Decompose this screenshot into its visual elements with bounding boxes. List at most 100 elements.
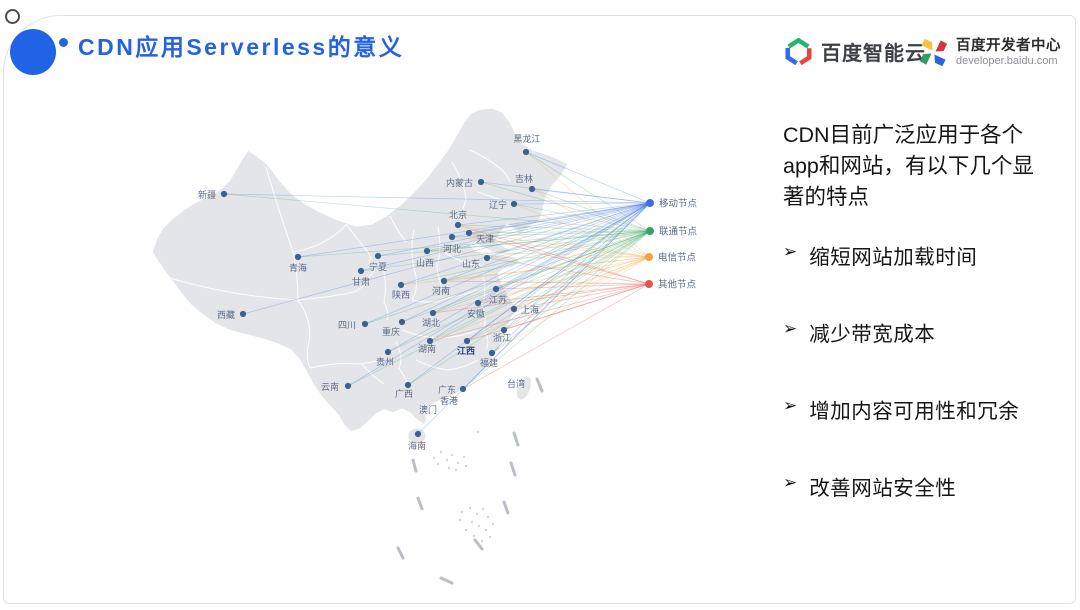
- cdn-link-line: [360, 202, 651, 272]
- title-bullet-dot: [59, 38, 68, 47]
- cdn-link-line: [513, 202, 651, 310]
- island-speck: [450, 453, 454, 457]
- map-city-label: 福建: [480, 357, 498, 368]
- map-city-dot: [344, 382, 352, 390]
- cdn-link-line: [347, 202, 651, 387]
- island-speck: [488, 535, 492, 539]
- cdn-link-line: [513, 283, 650, 310]
- map-city-label: 黑龙江: [513, 133, 540, 144]
- cdn-link-line: [525, 151, 651, 204]
- map-city-dot: [459, 385, 467, 393]
- legend-dot: [646, 199, 654, 207]
- cdn-link-line: [466, 202, 651, 342]
- province-border: [415, 359, 479, 371]
- cdn-link-line: [503, 283, 650, 331]
- decor-blue-circle: [10, 29, 56, 75]
- map-city-label: 内蒙古: [446, 177, 473, 188]
- island-speck: [445, 458, 449, 462]
- cdn-link-line: [407, 202, 651, 386]
- cdn-link-line: [426, 250, 650, 258]
- map-city-dot: [510, 200, 518, 208]
- province-border: [297, 260, 382, 301]
- cdn-link-line: [297, 202, 651, 258]
- cdn-link-line: [429, 256, 650, 342]
- province-border: [345, 223, 371, 265]
- map-city-label: 天津: [476, 234, 494, 244]
- baidu-cloud-logo-icon: [785, 37, 812, 66]
- cdn-link-line: [377, 202, 651, 257]
- map-city-dot: [429, 309, 437, 317]
- province-border: [443, 251, 485, 267]
- island-speck: [456, 461, 460, 465]
- map-city-dot: [463, 337, 471, 345]
- cdn-link-line: [466, 230, 651, 342]
- island-speck: [477, 524, 481, 528]
- cdn-link-line: [443, 256, 650, 282]
- cdn-link-line: [426, 230, 651, 252]
- province-border: [465, 280, 498, 295]
- map-city-dot: [477, 178, 485, 186]
- map-city-dot: [426, 337, 434, 345]
- legend-dot: [645, 253, 653, 261]
- cdn-link-line: [477, 256, 650, 304]
- province-border: [389, 215, 407, 243]
- cdn-link-line: [477, 202, 651, 304]
- island-speck: [481, 507, 485, 511]
- map-city-label: 辽宁: [489, 199, 507, 210]
- bullet-arrow-icon: ➢: [783, 472, 798, 493]
- map-city-dot: [423, 247, 431, 255]
- cdn-link-line: [503, 230, 651, 331]
- map-city-dot: [522, 148, 530, 156]
- cdn-link-line: [513, 203, 651, 232]
- island-speck: [472, 534, 476, 538]
- cdn-link-line: [223, 193, 651, 204]
- map-city-label: 海南: [408, 440, 426, 451]
- cdn-link-line: [429, 230, 651, 342]
- nine-dash-segment: [473, 538, 484, 551]
- intro-paragraph: CDN目前广泛应用于各个 app和网站，有以下几个显 著的特点: [783, 120, 1069, 214]
- cdn-link-line: [429, 202, 651, 342]
- map-city-label: 北京: [449, 209, 467, 220]
- cdn-link-line: [468, 232, 650, 285]
- cdn-link-line: [457, 202, 651, 226]
- page-title: CDN应用Serverless的意义: [78, 34, 405, 60]
- bullet-arrow-icon: ➢: [783, 318, 798, 339]
- map-city-label: 广西: [395, 388, 413, 399]
- cdn-link-line: [432, 256, 650, 314]
- island-speck: [432, 456, 436, 460]
- map-city-dot: [398, 318, 406, 326]
- cdn-link-line: [400, 202, 651, 286]
- map-city-dot: [404, 381, 412, 389]
- island-speck: [475, 512, 479, 516]
- island-speck: [447, 466, 451, 470]
- bullet-arrow-icon: ➢: [783, 241, 798, 262]
- map-city-dot: [384, 348, 392, 356]
- bullet-arrow-icon: ➢: [783, 395, 798, 416]
- cdn-link-line: [513, 203, 650, 258]
- cdn-link-line: [451, 202, 651, 238]
- cdn-link-line: [462, 283, 650, 390]
- cdn-link-line: [462, 202, 651, 390]
- slide-frame: [3, 15, 1076, 604]
- nine-dash-segment: [411, 458, 418, 473]
- cdn-link-line: [401, 230, 651, 323]
- island-speck: [436, 462, 440, 466]
- cdn-link-line: [360, 230, 651, 272]
- map-city-label: 宁夏: [369, 261, 387, 272]
- map-city-dot: [448, 233, 456, 241]
- map-city-label: 山西: [416, 258, 434, 268]
- cdn-link-line: [495, 202, 651, 290]
- map-city-label: 西藏: [217, 309, 235, 320]
- cdn-link-line: [387, 230, 651, 353]
- nine-dash-segment: [502, 500, 510, 515]
- map-city-label: 台湾: [507, 378, 525, 389]
- nine-dash-segment: [512, 431, 520, 447]
- map-city-dot: [500, 326, 508, 334]
- cdn-link-line: [477, 230, 651, 304]
- map-city-label: 上海: [521, 304, 539, 315]
- nine-dash-segment: [439, 576, 454, 585]
- cdn-link-line: [531, 188, 650, 258]
- cdn-link-line: [477, 283, 650, 304]
- map-city-label: 澳门: [419, 404, 437, 415]
- right-text-panel: CDN目前广泛应用于各个 app和网站，有以下几个显 著的特点 ➢ 缩短网站加载…: [783, 120, 1069, 501]
